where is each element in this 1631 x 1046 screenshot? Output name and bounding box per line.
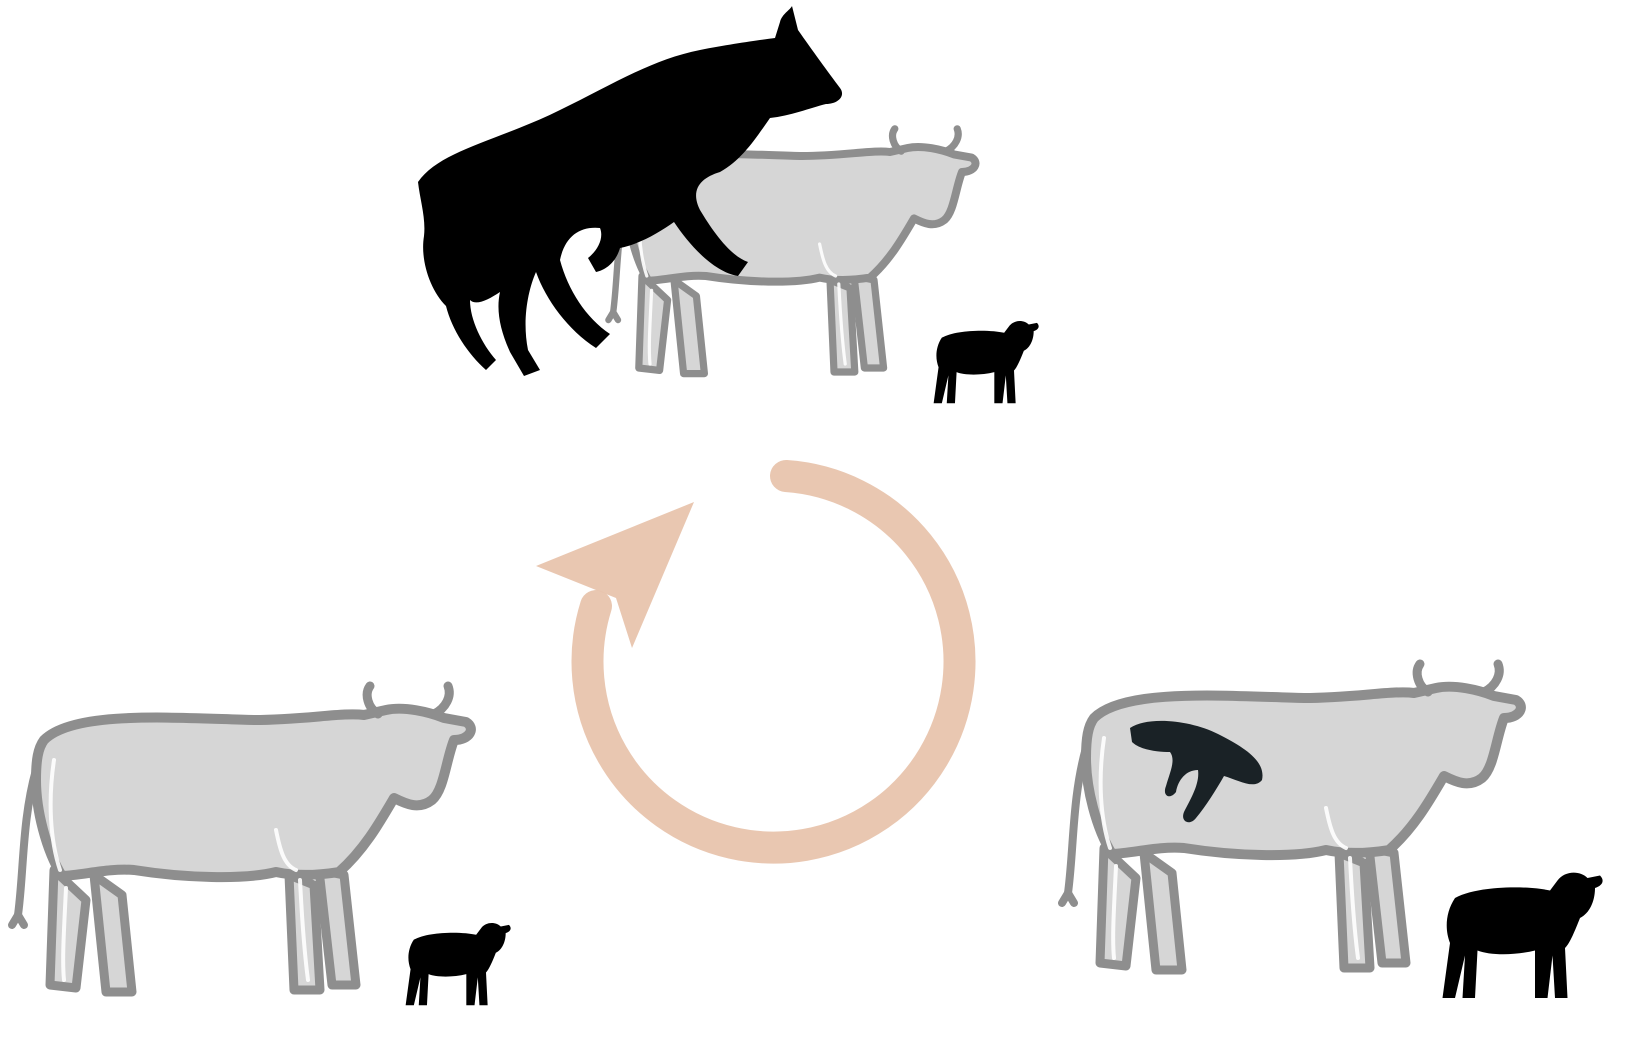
stage-pregnancy	[1062, 664, 1603, 998]
cycle-arrow	[536, 476, 960, 848]
stage-mating	[418, 6, 1039, 403]
yearling-calf-icon	[1443, 873, 1603, 998]
stage-calving	[12, 686, 511, 1005]
calf-icon	[934, 321, 1039, 403]
newborn-calf-icon	[406, 923, 511, 1005]
cow-icon	[12, 686, 471, 992]
